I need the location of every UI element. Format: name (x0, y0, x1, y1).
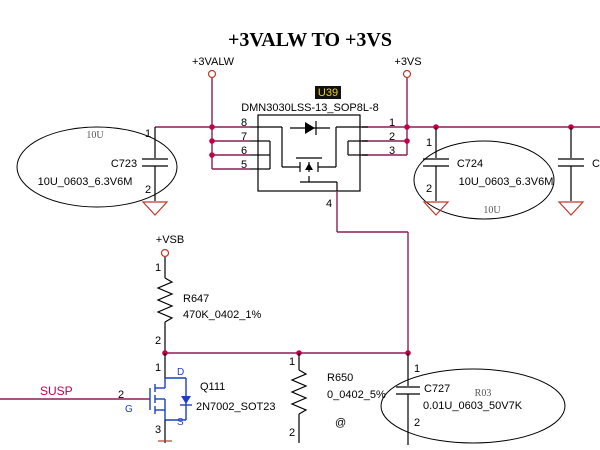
c724-pin2: 2 (426, 183, 432, 195)
rail-label-3vs: +3VS (394, 56, 421, 68)
q111-s-label: S (177, 417, 184, 428)
q111-pin-s: 3 (155, 424, 161, 436)
r650-ref: R650 (327, 372, 353, 384)
c727-capacitor: R03 1 2 C727 0.01U_0603_50V7K (380, 353, 566, 445)
u39-pin-2: 2 (389, 131, 395, 143)
q111-pin-d: 1 (155, 362, 161, 374)
q111-d-label: D (177, 367, 184, 378)
resistor-zigzag (156, 277, 174, 323)
u39-body (257, 114, 361, 192)
r650-value: 0_0402_5% (327, 389, 386, 401)
c723-note: 10U (86, 130, 104, 141)
power-symbol-3valw: +3VALW (192, 56, 235, 127)
c727-value: 0.01U_0603_50V7K (423, 400, 523, 412)
c-partial-ref: C (592, 158, 600, 170)
q111-ref: Q111 (200, 381, 225, 393)
q111-g-label: G (125, 404, 133, 415)
c724-highlight-ellipse (413, 140, 555, 220)
u39-pin-5: 5 (241, 159, 247, 171)
c723-value: 10U_0603_6.3V6M (38, 176, 133, 188)
u39-pin-7: 7 (241, 131, 247, 143)
q111-pin-g: 2 (118, 389, 124, 401)
c727-highlight-ellipse (380, 368, 566, 444)
c724-pin1: 1 (426, 137, 432, 149)
q111-diode-icon (181, 396, 191, 404)
ground-icon (422, 201, 450, 216)
resistor-zigzag (290, 369, 308, 415)
c724-value: 10U_0603_6.3V6M (459, 176, 554, 188)
body-diode-icon (305, 122, 315, 134)
c723-capacitor: 10U 1 2 C723 10U_0603_6.3V6M (16, 126, 178, 216)
c-partial-capacitor: C (557, 127, 600, 216)
r647-pin2: 2 (155, 335, 161, 347)
r647-pin1: 1 (155, 262, 161, 274)
c723-pin1: 1 (145, 128, 151, 140)
u39-ref-box (315, 86, 341, 99)
rail-label-3valw: +3VALW (192, 56, 235, 68)
r650-pin1: 1 (289, 356, 295, 368)
r647-resistor: 1 2 R647 470K_0402_1% (155, 262, 262, 352)
u39-ref: U39 (318, 87, 338, 99)
u39-part: DMN3030LSS-13_SOP8L-8 (241, 102, 379, 114)
r647-ref: R647 (183, 293, 209, 305)
schematic-title: +3VALW TO +3VS (228, 29, 392, 51)
c723-ref: C723 (111, 158, 137, 170)
power-symbol-vsb: +VSB (156, 234, 184, 278)
u39-pin-8: 8 (241, 117, 247, 129)
c723-pin2: 2 (145, 184, 151, 196)
u39-pin-1: 1 (389, 117, 395, 129)
c727-ref: C727 (424, 383, 450, 395)
rail-label-vsb: +VSB (156, 234, 184, 246)
c723-highlight-ellipse (16, 126, 178, 208)
susp-label: SUSP (40, 384, 73, 398)
q111-transistor: 1 D 2 G 3 S Q111 2N7002_SOT23 (118, 353, 276, 443)
c724-ref: C724 (457, 158, 483, 170)
c727-pin1: 1 (414, 363, 420, 375)
c727-pin2: 2 (414, 417, 420, 429)
r647-value: 470K_0402_1% (183, 309, 262, 321)
ground-icon (557, 201, 585, 216)
u39-pin-6: 6 (241, 145, 247, 157)
power-symbol-3vs: +3VS (394, 56, 422, 127)
c727-note: R03 (475, 388, 492, 399)
c724-capacitor: 10U 1 2 C724 10U_0603_6.3V6M (413, 127, 555, 220)
ground-icon (141, 201, 169, 216)
q111-value: 2N7002_SOT23 (196, 401, 276, 413)
u39-pin-4: 4 (326, 198, 332, 210)
r650-resistor: 1 2 R650 0_0402_5% @ (289, 353, 386, 443)
susp-signal: SUSP (0, 384, 150, 400)
u39-mosfet: U39 DMN3030LSS-13_SOP8L-8 8 7 6 5 1 2 3 (241, 86, 395, 210)
r650-mark: @ (335, 417, 346, 429)
r650-pin2: 2 (289, 427, 295, 439)
u39-pin-3: 3 (389, 145, 395, 157)
c724-note: 10U (483, 205, 501, 216)
